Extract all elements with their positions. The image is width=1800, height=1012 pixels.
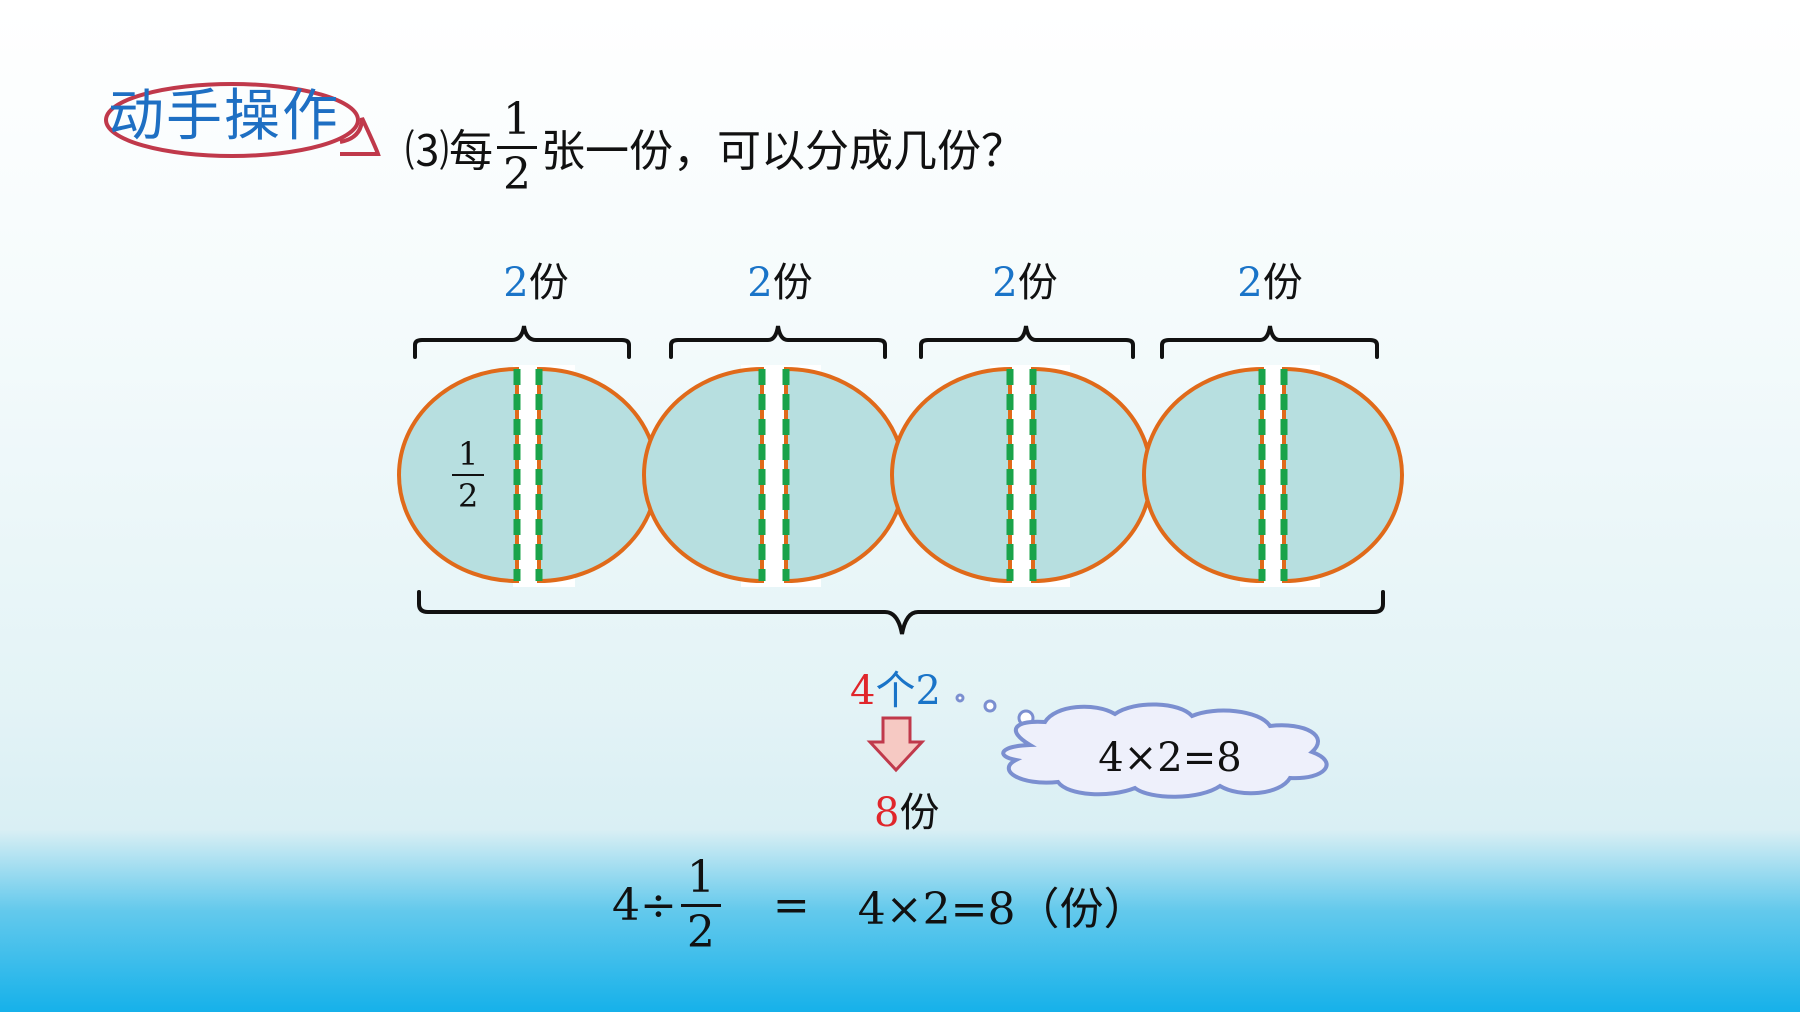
question-fraction-numerator: 1 <box>503 93 531 145</box>
cloud-text: 4×2=8 <box>1098 735 1242 781</box>
fraction-bar <box>497 145 537 149</box>
equation-equals: = <box>772 879 810 931</box>
brace-3 <box>919 325 1135 359</box>
equation-rhs: 4×2=8（份） <box>857 884 1148 935</box>
equation-numerator: 1 <box>686 851 715 903</box>
fraction-bar <box>680 903 721 907</box>
group-unit: 份 <box>528 260 569 306</box>
circle-2 <box>642 365 906 587</box>
question-text: ⑶每 1 2 张一份，可以分成几份？ <box>405 92 1025 202</box>
badge-oval <box>104 82 381 158</box>
total-brace <box>417 590 1385 635</box>
group-label-2: 2份 <box>720 250 840 308</box>
result-count: 8 <box>874 790 900 836</box>
group-label-4: 2份 <box>1210 250 1330 308</box>
equation-fraction: 1 2 <box>680 851 721 958</box>
fraction-bar <box>452 474 485 476</box>
total-value: 2 <box>915 668 941 714</box>
half-label: 1 2 <box>448 438 488 512</box>
group-label-3: 2份 <box>965 250 1085 308</box>
half-numerator: 1 <box>458 435 479 473</box>
total-label: 4个2 <box>850 658 941 716</box>
down-arrow-icon <box>866 716 926 773</box>
group-unit: 份 <box>1017 260 1058 306</box>
half-fraction: 1 2 <box>452 435 485 515</box>
group-braces <box>413 325 1385 635</box>
badge-label: 动手操作 <box>108 84 340 149</box>
circle-1 <box>397 365 659 587</box>
circles <box>397 365 1404 587</box>
result-unit: 份 <box>899 790 940 836</box>
thought-dots <box>955 693 1035 727</box>
brace-4 <box>1160 325 1379 359</box>
half-denominator: 2 <box>458 477 479 515</box>
brace-1 <box>413 325 631 359</box>
question-fraction-denominator: 2 <box>503 148 531 200</box>
brace-2 <box>669 325 887 359</box>
question-suffix: 张一份，可以分成几份？ <box>541 126 1025 177</box>
circle-4 <box>1142 365 1404 587</box>
thought-cloud <box>1001 702 1329 799</box>
group-unit: 份 <box>772 260 813 306</box>
group-unit: 份 <box>1262 260 1303 306</box>
circle-3 <box>890 365 1153 587</box>
group-count: 2 <box>747 260 773 306</box>
group-count: 2 <box>503 260 529 306</box>
equation: 4÷ 1 2 = 4×2=8（份） <box>612 850 1147 960</box>
question-prefix: ⑶每 <box>405 126 493 177</box>
group-count: 2 <box>992 260 1018 306</box>
total-times: 4 <box>850 668 876 714</box>
result-label: 8份 <box>874 780 939 838</box>
equation-dividend: 4÷ <box>612 879 677 931</box>
total-measure: 个 <box>875 668 916 714</box>
group-count: 2 <box>1237 260 1263 306</box>
question-fraction: 1 2 <box>497 93 537 200</box>
equation-denominator: 2 <box>686 906 715 958</box>
group-label-1: 2份 <box>476 250 596 308</box>
